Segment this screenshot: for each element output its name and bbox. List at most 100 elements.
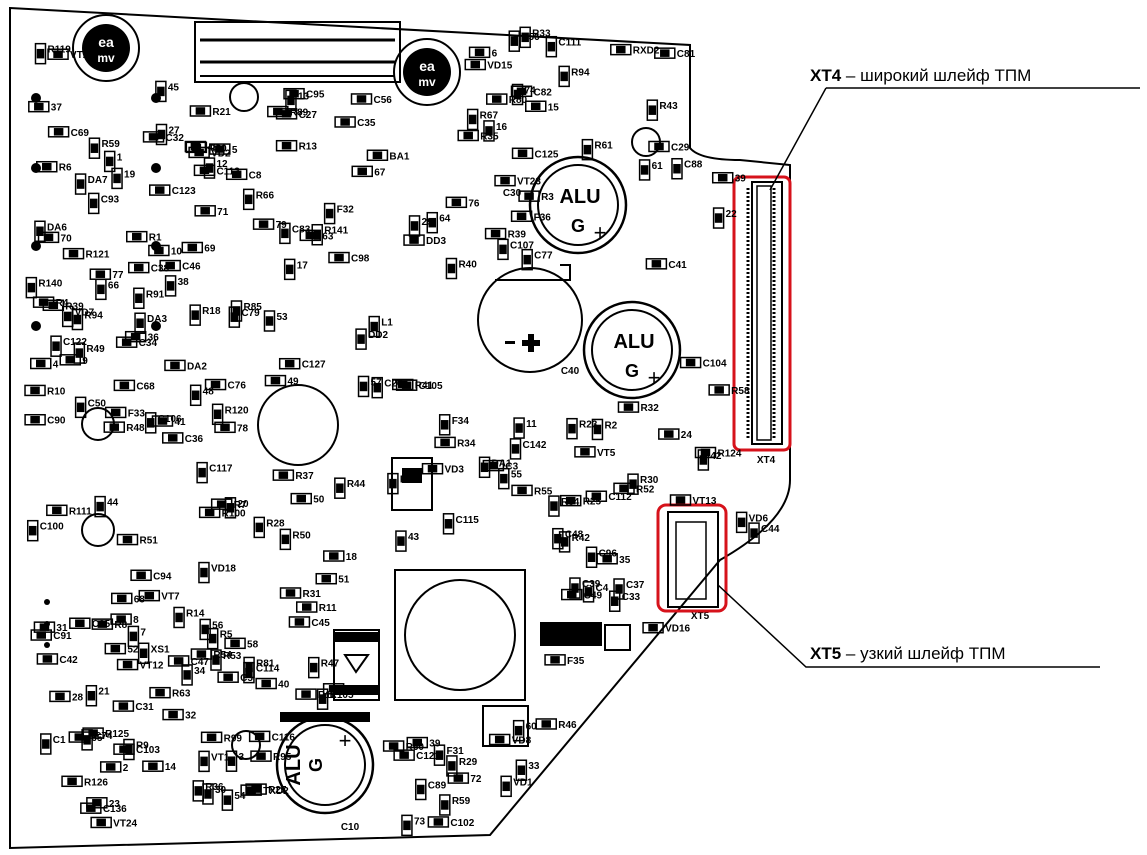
smd-pad: [466, 108, 479, 131]
smd-pad: [279, 222, 291, 245]
part-ref-label: R119: [47, 45, 71, 56]
part-ref-label: VT7: [161, 592, 180, 603]
part-ref-label: R27: [268, 785, 287, 796]
smd-pad: [111, 592, 133, 605]
smd-pad: [192, 780, 205, 802]
smd-pad: [316, 688, 329, 710]
part-ref-label: C74: [94, 731, 113, 742]
part-ref-label: R30: [640, 475, 659, 486]
part-ref-label: R31: [303, 589, 322, 600]
part-ref-label: C88: [684, 160, 703, 171]
part-ref-label: C104: [703, 359, 727, 370]
part-ref-label: R4: [56, 298, 69, 309]
part-ref-label: C116: [272, 732, 296, 743]
smd-pad: [144, 412, 157, 434]
part-ref-label: VD1: [513, 777, 533, 788]
smd-pad: [642, 621, 664, 634]
svg-text:ALU: ALU: [559, 186, 600, 208]
smd-pad: [33, 621, 56, 633]
part-ref-label: 38: [178, 277, 190, 288]
part-ref-label: R25: [583, 497, 602, 508]
smd-pad: [669, 494, 692, 506]
part-ref-label: XS1: [151, 644, 170, 655]
part-ref-label: R67: [480, 110, 499, 121]
smd-pad: [671, 157, 683, 180]
smd-pad: [243, 661, 255, 684]
part-ref-label: R50: [292, 530, 311, 541]
part-ref-label: C32: [166, 133, 185, 144]
smd-pad: [646, 99, 659, 121]
smd-pad: [181, 241, 204, 254]
smd-pad: [69, 617, 91, 629]
smd-pad: [49, 690, 71, 703]
part-ref-label: R44: [347, 479, 366, 490]
part-ref-label: R3: [541, 192, 554, 203]
smd-pad: [403, 234, 425, 246]
part-ref-label: C95: [306, 90, 325, 101]
smd-pad: [508, 30, 521, 52]
smd-pad: [164, 359, 186, 372]
part-ref-label: 79: [276, 220, 288, 231]
part-ref-label: R8: [114, 620, 127, 631]
part-ref-label: 44: [107, 498, 119, 509]
smd-pad: [323, 550, 345, 562]
part-ref-label: R56: [521, 32, 540, 43]
smd-pad: [392, 378, 414, 391]
part-ref-label: 50: [313, 495, 325, 506]
part-ref-label: C122: [63, 337, 87, 348]
part-ref-label: R13: [299, 142, 318, 153]
smd-pad: [648, 140, 670, 153]
smd-pad: [574, 446, 596, 458]
part-ref-label: C8: [249, 170, 262, 181]
part-ref-label: C49: [584, 591, 603, 602]
part-ref-label: 51: [338, 575, 350, 586]
part-ref-label: R46: [558, 720, 577, 731]
part-ref-label: C5: [240, 673, 253, 684]
smd-pad: [708, 384, 730, 396]
part-ref-label: VT1: [211, 752, 230, 763]
part-ref-label: C121: [416, 751, 440, 762]
smd-pad: [582, 581, 595, 603]
part-ref-label: R29: [459, 757, 478, 768]
part-ref-label: R23: [579, 420, 598, 431]
part-ref-label: C83: [292, 224, 311, 235]
smd-pad: [189, 384, 202, 407]
part-ref-label: R5: [220, 630, 233, 641]
part-ref-label: 5: [232, 145, 238, 156]
smd-pad: [104, 406, 127, 419]
part-ref-label: C47: [191, 657, 210, 668]
part-ref-label: C125: [535, 149, 559, 160]
smd-pad: [275, 139, 298, 152]
part-ref-label: R95: [273, 752, 292, 763]
smd-pad: [204, 378, 227, 391]
part-ref-label: C105: [419, 381, 443, 392]
part-ref-label: R42: [572, 533, 591, 544]
smd-pad: [61, 775, 83, 788]
part-ref-label: C127: [302, 360, 326, 371]
smd-pad: [111, 167, 123, 190]
part-ref-label: 54: [234, 791, 246, 802]
part-ref-label: R1: [149, 233, 162, 244]
xt5-callout-text: – узкий шлейф ТПМ: [841, 644, 1006, 663]
smd-pad: [401, 814, 413, 837]
cap-alu-c40: ALU G + C40: [561, 300, 682, 400]
smd-pad: [535, 718, 557, 730]
part-ref-label: C38: [151, 264, 170, 275]
smd-pad: [127, 625, 140, 648]
smd-pad: [585, 490, 608, 502]
part-ref-label: 28: [72, 692, 84, 703]
part-ref-label: 30: [215, 785, 227, 796]
part-ref-label: R105: [330, 690, 354, 701]
part-ref-label: C44: [761, 524, 780, 535]
part-ref-label: C34: [139, 338, 158, 349]
smd-pad: [511, 83, 524, 106]
part-ref-label: R121: [86, 250, 110, 261]
part-ref-label: C107: [510, 240, 534, 251]
part-ref-label: 35: [619, 555, 631, 566]
part-ref-label: 48: [203, 386, 215, 397]
part-ref-label: 2: [123, 763, 129, 774]
smd-pad: [138, 589, 161, 602]
smd-pad: [468, 46, 491, 59]
smd-pad: [225, 750, 238, 772]
part-ref-label: DA3: [147, 314, 167, 325]
